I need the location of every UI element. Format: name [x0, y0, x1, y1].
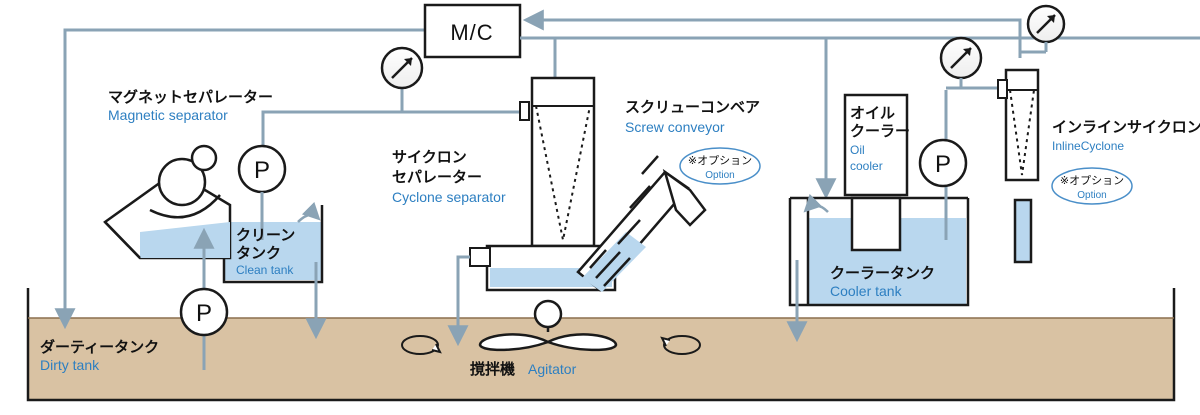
dirty-label-jp: ダーティータンク — [40, 338, 159, 356]
screw-conveyor — [576, 155, 707, 292]
oil-label-jp-1: オイル — [850, 104, 895, 122]
inline-to-mc-pipe — [522, 9, 1022, 58]
cyclone-label-en: Cyclone separator — [392, 189, 506, 205]
pressure-gauge-left — [380, 46, 424, 112]
option-label-jp: ※オプション — [1060, 174, 1124, 187]
mc-controller: M/C — [423, 3, 522, 59]
oil-label-jp-2: クーラー — [850, 122, 910, 140]
cyclone-return-pipe — [447, 255, 470, 347]
screw-label-jp: スクリューコンベア — [625, 98, 760, 116]
rotation-arrow-right — [660, 335, 701, 355]
cyclone-label-jp-1: サイクロン — [392, 148, 467, 166]
oil-cooler — [843, 93, 909, 252]
option-label-jp: ※オプション — [688, 154, 752, 167]
agitator-label-en: Agitator — [528, 361, 577, 377]
pump-clean: P — [237, 144, 287, 194]
pump-label: P — [935, 151, 951, 178]
pressure-gauge-inline — [1020, 4, 1066, 54]
pressure-gauge-cooler — [939, 36, 983, 88]
pump-label: P — [196, 300, 212, 327]
magnetic-separator — [103, 144, 232, 260]
dirty-tank — [26, 288, 1176, 402]
cooler-tank-label-en: Cooler tank — [830, 283, 903, 299]
inline-cyclone — [997, 68, 1040, 264]
magnetic-label-en: Magnetic separator — [108, 107, 228, 123]
cyclone-label-jp-2: セパレーター — [392, 168, 482, 186]
oil-label-en-1: Oil — [850, 143, 865, 157]
pump-cooler: P — [918, 138, 968, 188]
cyclone-inlet — [519, 101, 530, 121]
screw-label-en: Screw conveyor — [625, 119, 725, 135]
pump-label: P — [254, 157, 270, 184]
pump-to-cyclone-pipe — [261, 110, 522, 160]
pump-dirty: P — [179, 287, 229, 337]
option-label-en: Option — [1077, 190, 1106, 201]
magnetic-label-jp: マグネットセパレーター — [108, 88, 273, 106]
inline-option-badge: ※オプション Option — [1051, 167, 1133, 205]
mc-label: M/C — [450, 20, 493, 45]
dirty-label-en: Dirty tank — [40, 357, 100, 373]
clean-tank — [222, 201, 324, 284]
control-return-pipe — [54, 28, 425, 330]
oil-label-en-2: cooler — [850, 159, 883, 173]
rotation-arrow-left — [401, 335, 442, 355]
option-label-en: Option — [705, 170, 734, 181]
clean-label-en: Clean tank — [236, 263, 294, 277]
cooler-tank-label-jp: クーラータンク — [830, 264, 935, 282]
inline-label-jp: インラインサイクロン — [1052, 118, 1200, 136]
agitator-label-jp: 撹拌機 — [470, 360, 515, 378]
clean-label-jp-1: クリーン — [236, 226, 295, 244]
screw-option-badge: ※オプション Option — [679, 147, 761, 185]
clean-label-jp-2: タンク — [236, 244, 281, 262]
inline-label-en: InlineCyclone — [1052, 139, 1124, 153]
agitator — [478, 299, 618, 352]
